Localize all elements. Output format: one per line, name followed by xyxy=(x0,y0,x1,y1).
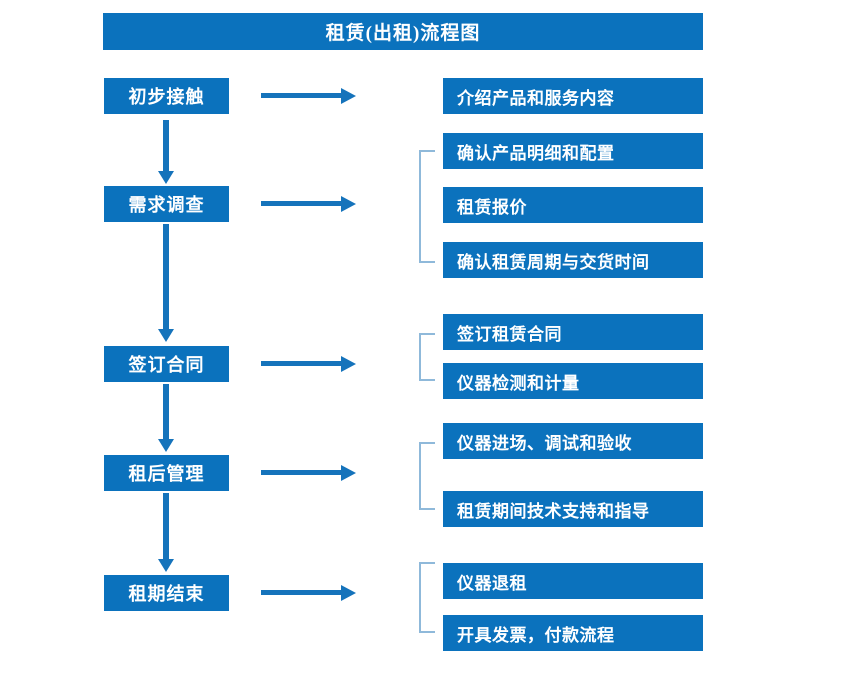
stage-box-needs-survey[interactable]: 需求调查 xyxy=(104,186,229,222)
stage-box-rental-end[interactable]: 租期结束 xyxy=(104,575,229,611)
detail-box-instrument-return[interactable]: 仪器退租 xyxy=(443,563,703,599)
right-arrow-2 xyxy=(261,195,357,213)
page-title: 租赁(出租)流程图 xyxy=(103,13,703,50)
detail-box-introduce-products[interactable]: 介绍产品和服务内容 xyxy=(443,78,703,114)
group-bracket-post-rental-management xyxy=(419,442,435,510)
group-bracket-needs-survey xyxy=(419,150,435,263)
detail-box-confirm-product-spec[interactable]: 确认产品明细和配置 xyxy=(443,133,703,169)
arrow-head xyxy=(341,196,356,212)
detail-box-sign-rental-contract[interactable]: 签订租赁合同 xyxy=(443,314,703,350)
right-arrow-4 xyxy=(261,464,357,482)
group-bracket-rental-end xyxy=(419,562,435,633)
detail-box-instrument-inspection[interactable]: 仪器检测和计量 xyxy=(443,363,703,399)
arrow-shaft xyxy=(261,361,343,366)
arrow-head xyxy=(158,171,174,184)
arrow-head xyxy=(341,356,356,372)
down-arrow-1 xyxy=(157,120,175,184)
group-bracket-sign-contract xyxy=(419,333,435,381)
down-arrow-2 xyxy=(157,224,175,344)
arrow-head xyxy=(158,559,174,572)
arrow-shaft xyxy=(261,93,343,98)
arrow-shaft xyxy=(163,224,169,330)
arrow-shaft xyxy=(261,201,343,206)
right-arrow-3 xyxy=(261,355,357,373)
arrow-head xyxy=(341,585,356,601)
detail-box-instrument-entry-commissioning[interactable]: 仪器进场、调试和验收 xyxy=(443,423,703,459)
arrow-shaft xyxy=(261,470,343,475)
detail-box-technical-support[interactable]: 租赁期间技术支持和指导 xyxy=(443,491,703,527)
arrow-head xyxy=(158,439,174,452)
arrow-head xyxy=(341,465,356,481)
arrow-head xyxy=(158,329,174,342)
arrow-shaft xyxy=(261,590,343,595)
detail-box-rental-quotation[interactable]: 租赁报价 xyxy=(443,187,703,223)
down-arrow-4 xyxy=(157,493,175,573)
stage-box-sign-contract[interactable]: 签订合同 xyxy=(104,346,229,382)
detail-box-invoice-payment[interactable]: 开具发票，付款流程 xyxy=(443,615,703,651)
arrow-shaft xyxy=(163,384,169,440)
stage-box-initial-contact[interactable]: 初步接触 xyxy=(104,78,229,114)
right-arrow-5 xyxy=(261,584,357,602)
detail-box-confirm-period-delivery[interactable]: 确认租赁周期与交货时间 xyxy=(443,242,703,278)
arrow-shaft xyxy=(163,120,169,172)
stage-box-post-rental-management[interactable]: 租后管理 xyxy=(104,455,229,491)
right-arrow-1 xyxy=(261,87,357,105)
down-arrow-3 xyxy=(157,384,175,453)
arrow-shaft xyxy=(163,493,169,560)
arrow-head xyxy=(341,88,356,104)
